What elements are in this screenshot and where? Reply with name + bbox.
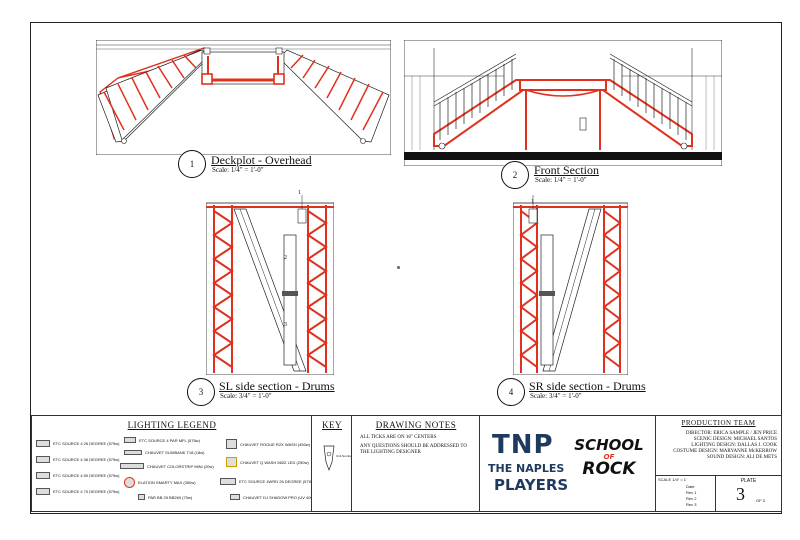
legend-item: CHAUVET ROGUE R2X WASH (450w): [226, 439, 310, 449]
view-number-3: 3: [187, 378, 215, 406]
plate-label: PLATE: [740, 478, 757, 484]
view-title-deckplot: Deckplot - Overhead: [211, 153, 312, 167]
production-team-panel: PRODUCTION TEAM DIRECTOR: ERICA SAMPLE /…: [655, 415, 782, 477]
colorstrip-icon: [120, 463, 144, 469]
view-number-4: 4: [497, 378, 525, 406]
source4-icon: [36, 456, 50, 463]
slimbank-icon: [124, 450, 142, 455]
key-title: KEY: [322, 420, 342, 430]
legend-item: CHAUVET SLIMBANK T18 (18w): [124, 450, 204, 455]
revisions-panel: SCALE 1/4" = 1' Date Rev 1 Rev 2 Rev 3: [655, 475, 717, 512]
legend-item: PAR BB 25 BB260 (70w): [138, 494, 192, 500]
school-of-rock-logo: SCHOOL OF ROCK: [574, 436, 644, 479]
moving-head-icon: [124, 477, 135, 488]
view-number-2: 2: [501, 161, 529, 189]
sl-side-section-drawing: [206, 195, 334, 375]
legend-item: CHAUVET Q WASH 560Z LED (250w): [226, 457, 309, 467]
scale-label: SCALE 1/4" = 1': [658, 477, 687, 482]
view-title-sl: SL side section - Drums: [219, 379, 335, 393]
legend-item: ETC SOURCE 4 26 DEGREE (575w): [36, 440, 119, 447]
unit-label-sr-1: 1: [531, 199, 534, 205]
team-title: PRODUCTION TEAM: [681, 419, 756, 427]
legend-item: ETC SOURCE 4 36 DEGREE (575w): [36, 456, 119, 463]
qwash-icon: [226, 457, 237, 467]
view-scale-sl: Scale: 3/4" = 1'-0": [220, 392, 272, 400]
rev-row: Date: [686, 484, 695, 489]
rev-row: Rev 2: [686, 496, 697, 501]
par-bb-icon: [138, 494, 145, 500]
rev-row: Rev 1: [686, 490, 697, 495]
key-unit-number: Unit Number: [336, 454, 353, 458]
notes-title: DRAWING NOTES: [375, 420, 457, 430]
front-section-drawing: [404, 40, 722, 166]
legend-title: LIGHTING LEGEND: [127, 420, 217, 430]
view-title-sr: SR side section - Drums: [529, 379, 646, 393]
legend-item: CHAUVET COLORSTRIP MINI (20w): [120, 463, 214, 469]
view-title-front: Front Section: [534, 163, 599, 177]
tnp-logo-line2: PLAYERS: [494, 476, 569, 494]
unit-label-sl-2: 2: [284, 255, 287, 261]
lighting-legend-panel: LIGHTING LEGEND: [31, 415, 313, 512]
legend-item: ETC SOURCE 4WRD 26 DEGREE (575w): [220, 478, 315, 485]
par-icon: [124, 437, 136, 443]
unit-label-sl-3: 3: [284, 322, 287, 328]
source4-icon: [36, 488, 50, 495]
view-scale-sr: Scale: 3/4" = 1'-0": [530, 392, 582, 400]
sr-side-section-drawing: [513, 195, 628, 375]
legend-item: ETC SOURCE 4 70 DEGREE (575w): [36, 488, 119, 495]
plate-of: OF 3: [756, 498, 765, 503]
plate-panel: PLATE 3 OF 3: [715, 475, 782, 512]
center-mark: [397, 266, 400, 269]
note-line: ALL TICKS ARE ON 18" CENTERS: [360, 435, 437, 440]
plate-number: 3: [736, 484, 745, 504]
view-scale-deckplot: Scale: 1/4" = 1'-0": [212, 166, 264, 174]
tnp-logo: TNP: [492, 430, 554, 460]
unit-symbol-icon: [323, 445, 335, 471]
wash-icon: [226, 439, 237, 449]
legend-item: ETC SOURCE 4 PAR MFL (575w): [124, 437, 200, 443]
legend-item: CHAUVET DJ SHADOW PRO (UV 400w): [230, 494, 317, 500]
rev-row: Rev 3: [686, 502, 697, 507]
unit-label-sl-1: 1: [298, 190, 301, 196]
team-list: DIRECTOR: ERICA SAMPLE / JEN PRICE SCENI…: [673, 431, 777, 460]
view-number-1: 1: [178, 150, 206, 178]
note-line: ANY QUESTIONS SHOULD BE ADDRESSED TO THE…: [360, 444, 467, 455]
source4wrd-icon: [220, 478, 236, 485]
shadow-icon: [230, 494, 240, 500]
view-scale-front: Scale: 1/4" = 1'-0": [535, 176, 587, 184]
source4-icon: [36, 472, 50, 479]
legend-item: ETC SOURCE 4 50 DEGREE (575w): [36, 472, 119, 479]
source4-icon: [36, 440, 50, 447]
drawing-notes-panel: DRAWING NOTES ALL TICKS ARE ON 18" CENTE…: [351, 415, 481, 512]
logos-panel: TNP THE NAPLES PLAYERS SCHOOL OF ROCK: [479, 415, 657, 512]
key-panel: KEY Unit Number: [311, 415, 353, 512]
legend-item: ELATION SMARTY MAX (350w): [124, 477, 196, 488]
deckplot-overhead-drawing: [96, 40, 391, 155]
tnp-logo-line1: THE NAPLES: [488, 462, 565, 475]
